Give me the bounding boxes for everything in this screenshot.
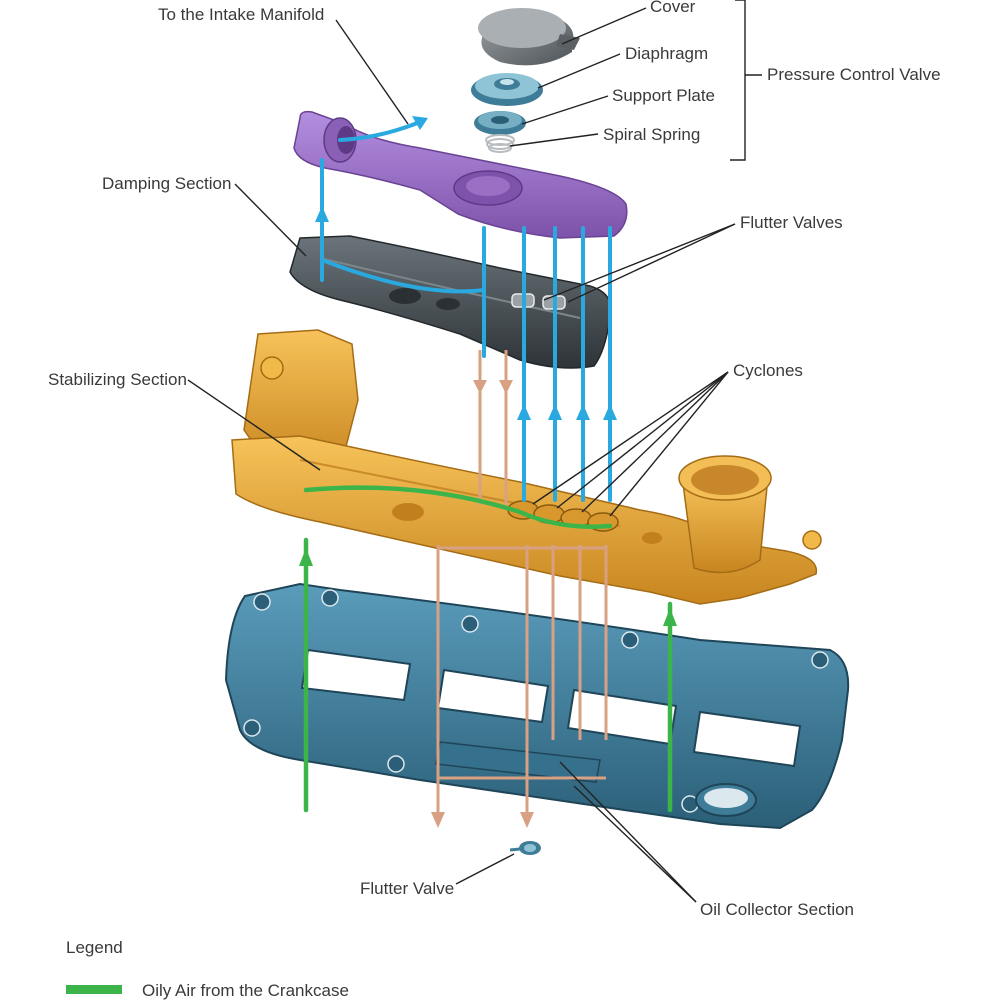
spiral-spring-part xyxy=(485,134,515,153)
clean-air-flow-arrows xyxy=(315,116,617,502)
label-damping-section: Damping Section xyxy=(102,174,231,193)
cover-part xyxy=(478,8,580,66)
label-stabilizing-section: Stabilizing Section xyxy=(48,370,187,389)
stabilizing-housing xyxy=(231,329,822,605)
diaphragm-part xyxy=(471,73,543,106)
label-diaphragm: Diaphragm xyxy=(625,44,708,63)
valve-cover xyxy=(224,582,850,830)
label-cover: Cover xyxy=(650,0,696,16)
label-pressure-control-valve: Pressure Control Valve xyxy=(767,65,941,84)
pressure-control-valve-parts xyxy=(471,8,580,153)
label-oil-collector-section: Oil Collector Section xyxy=(700,900,854,919)
legend-title: Legend xyxy=(66,938,123,957)
label-cyclones: Cyclones xyxy=(733,361,803,380)
label-to-intake-manifold: To the Intake Manifold xyxy=(158,5,324,24)
label-spiral-spring: Spiral Spring xyxy=(603,125,700,144)
top-housing xyxy=(293,110,628,239)
bottom-flutter-valve-part xyxy=(509,841,541,855)
label-flutter-valve: Flutter Valve xyxy=(360,879,454,898)
label-support-plate: Support Plate xyxy=(612,86,715,105)
damping-housing xyxy=(289,235,612,369)
legend-item-oily-air: Oily Air from the Crankcase xyxy=(142,981,349,1000)
leader-lines xyxy=(187,0,762,903)
support-plate-part xyxy=(474,111,526,135)
legend: Legend Oily Air from the Crankcase xyxy=(66,938,349,1000)
oil-flow-arrows xyxy=(431,350,608,828)
oily-air-flow-arrows xyxy=(299,485,677,813)
label-flutter-valves: Flutter Valves xyxy=(740,213,843,232)
legend-swatch-oily-air xyxy=(66,985,122,994)
